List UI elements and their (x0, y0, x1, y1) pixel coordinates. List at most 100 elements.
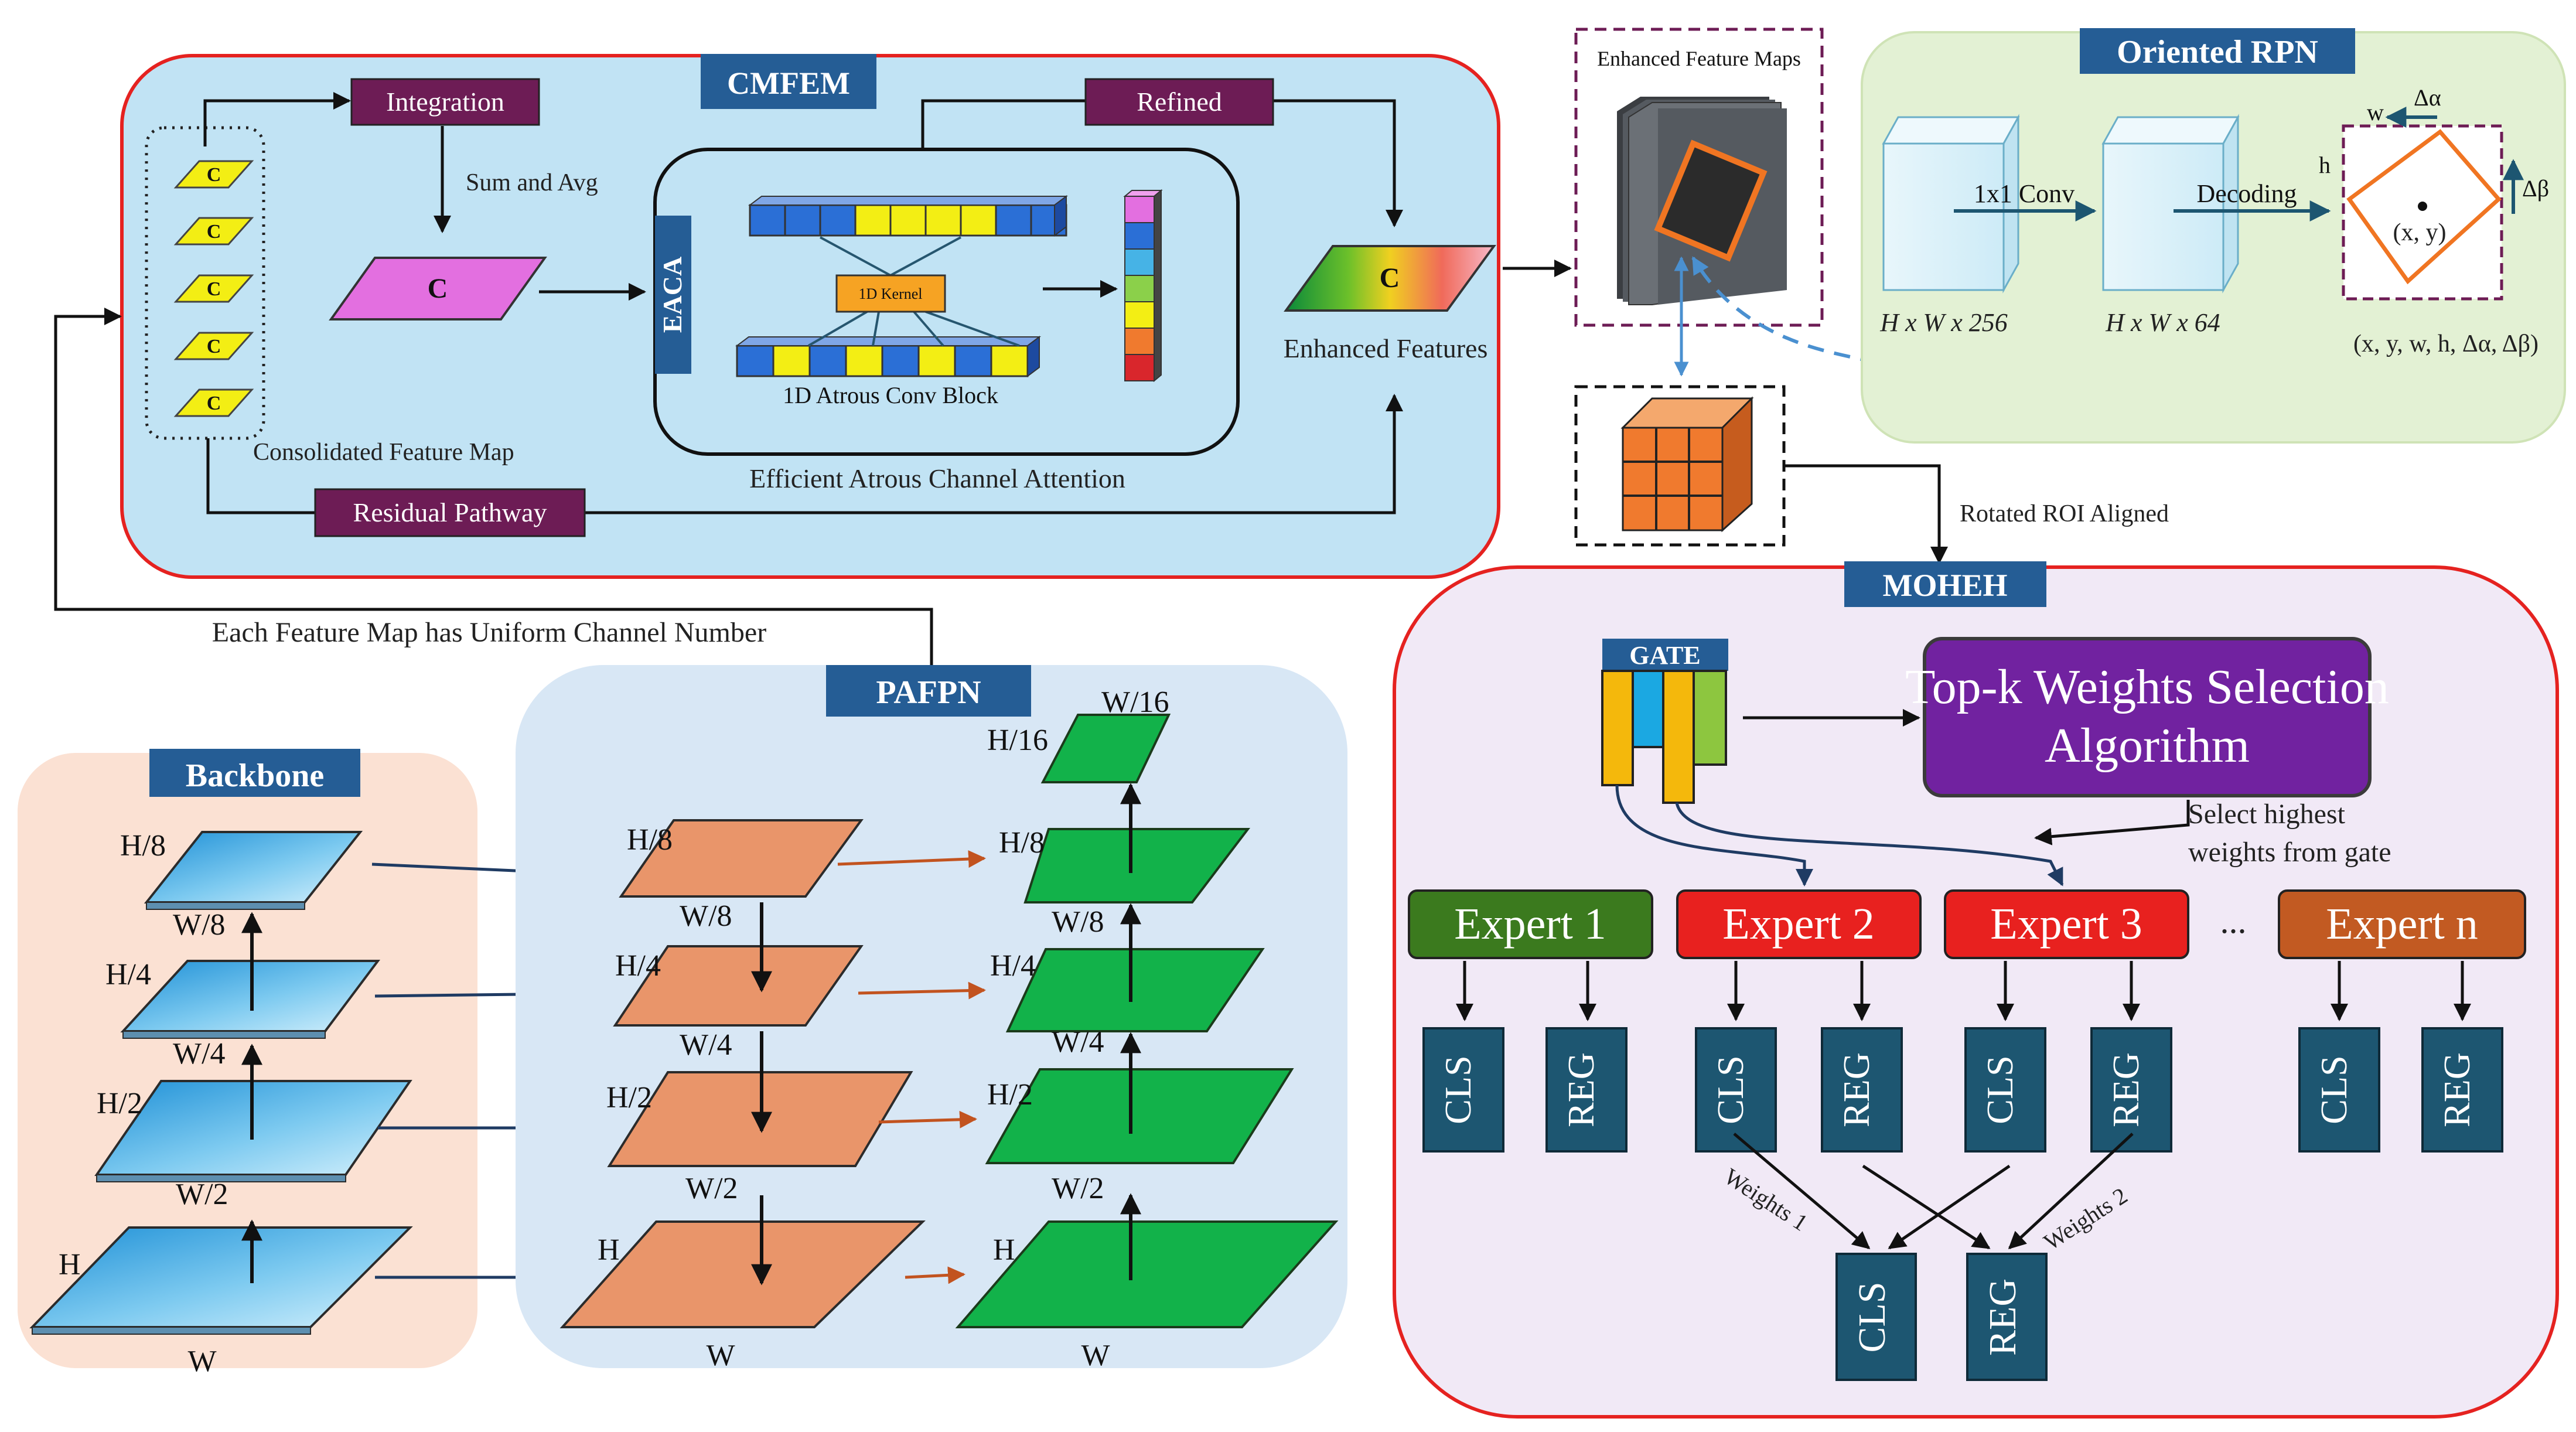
oriented-box (2346, 129, 2502, 285)
pa-w: W (706, 1339, 735, 1372)
kernel-box (835, 274, 946, 313)
expert-1-box (1408, 889, 1653, 959)
enhanced-features-label: Enhanced Features (1284, 333, 1488, 363)
moheh-title-box (1844, 561, 2046, 607)
pafpn-to-cmfem-arrow (54, 308, 933, 665)
eaca-tag: EACA (657, 257, 687, 333)
backbone-title-box (149, 749, 360, 797)
eaca-caption: Efficient Atrous Channel Attention (749, 463, 1125, 493)
atrous-block-label: 1D Atrous Conv Block (783, 382, 998, 408)
backbone-plane-edge (146, 902, 305, 910)
bb-w8: W/8 (173, 908, 226, 942)
gr-h4: H/4 (990, 949, 1036, 983)
backbone-plane-edge (122, 1031, 326, 1039)
center-label: (x, y) (2393, 219, 2447, 246)
pafpn-topdown-planes (559, 819, 926, 1328)
moheh-title: MOHEH (1883, 568, 2008, 603)
bottom-channel-cell (917, 345, 956, 377)
cross-4 (905, 1266, 965, 1284)
bottom-channel-cell (881, 345, 920, 377)
top-vector-top (748, 196, 1068, 206)
final-cls-box (1835, 1253, 1917, 1381)
reg-head-1 (1545, 1027, 1628, 1153)
reg-head-label: REG (1835, 1052, 1877, 1127)
decoding-label: Decoding (2196, 179, 2297, 208)
dim1-label: H x W x 256 (1879, 308, 2008, 337)
kernel-link-5 (913, 311, 944, 347)
cls-head-label: CLS (1710, 1055, 1751, 1124)
expert-2-label: Expert 2 (1722, 899, 1875, 949)
channel-weights-column (1123, 189, 1163, 383)
cls-head-label: CLS (1437, 1055, 1479, 1124)
expert-3-box (1944, 889, 2189, 959)
gr-w2: W/2 (1052, 1172, 1104, 1205)
topk-select-arrow (2034, 800, 2190, 845)
dim2-label: H x W x 64 (2105, 308, 2220, 337)
cross-1 (837, 850, 986, 868)
enhanced-maps-label: Enhanced Feature Maps (1597, 47, 1801, 70)
pa-w8: W/8 (680, 899, 732, 933)
gate-bar-2 (1632, 670, 1664, 748)
bb-w: W (187, 1345, 216, 1378)
uniform-note: Each Feature Map has Uniform Channel Num… (212, 617, 766, 648)
top-channel-cell (819, 204, 857, 237)
cls-head-label: CLS (1979, 1055, 2021, 1124)
pa-w2: W/2 (685, 1172, 738, 1205)
top-vector-side (1054, 195, 1067, 237)
kernel-link-6 (925, 311, 1020, 347)
weight-cell (1124, 301, 1155, 329)
cross-3 (878, 1110, 977, 1128)
bottomup-plane-2 (1023, 828, 1251, 903)
top-channel-cell (924, 204, 962, 237)
pa-w4: W/4 (680, 1028, 732, 1062)
bottomup-plane-5 (955, 1220, 1339, 1328)
topk-box (1923, 637, 2372, 797)
gr-w4: W/4 (1052, 1025, 1104, 1059)
cmfem-title: CMFEM (727, 66, 850, 101)
enhanced-maps-box (1574, 28, 1824, 327)
combine-4 (2008, 1133, 2134, 1250)
cmfem-title-box (701, 54, 876, 109)
expert-n-label: Expert n (2326, 899, 2478, 949)
gr-w16: W/16 (1101, 686, 1169, 719)
pa-h: H (598, 1233, 620, 1267)
roi-to-moheh-arrow (1784, 464, 1948, 564)
top-channel-cell (784, 204, 821, 237)
c-map-label: C (207, 221, 221, 243)
select-line1: Select highest (2188, 799, 2346, 830)
cls-head-3 (1964, 1027, 2046, 1153)
top-channel-cell (749, 204, 786, 237)
bottom-vector-side (1027, 336, 1040, 377)
c-map-1 (173, 160, 254, 189)
bottom-channel-cell (954, 345, 992, 377)
gate-bar-1 (1601, 670, 1634, 786)
gate-label: GATE (1629, 641, 1700, 670)
topdown-plane-4 (559, 1220, 926, 1328)
weight-cell (1124, 222, 1155, 250)
bottom-channel-cell (845, 345, 883, 377)
c-map-4 (173, 332, 254, 360)
top-channel-cell (960, 204, 997, 237)
bottomup-plane-3 (1005, 948, 1265, 1032)
residual-label-box (314, 488, 586, 537)
roi-cube (1620, 396, 1754, 533)
select-line2: weights from gate (2188, 837, 2391, 868)
eaca-tag-box (655, 216, 691, 374)
weight-cell (1124, 275, 1155, 302)
consolidated-label: Consolidated Feature Map (253, 439, 514, 466)
gr-h: H (993, 1233, 1015, 1267)
c-map-label: C (207, 393, 221, 414)
roi-box-dark (1654, 139, 1768, 262)
feature-map-stack (1617, 97, 1787, 305)
reg-head-label: REG (1560, 1052, 1602, 1127)
bb-h2: H/2 (97, 1087, 142, 1120)
topdown-plane-1 (619, 819, 864, 898)
w-label: w (2367, 99, 2384, 125)
weight-cell (1124, 196, 1155, 223)
reg-head-4 (2421, 1027, 2503, 1153)
weight-col-side (1154, 189, 1162, 383)
rpn-slab-1-top (1882, 116, 2020, 145)
combine-1 (1733, 1133, 1871, 1249)
